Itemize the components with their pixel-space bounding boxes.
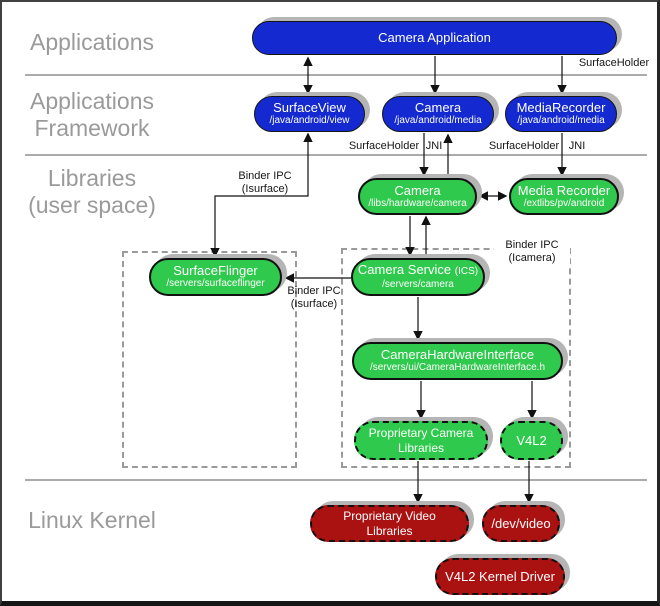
layer-label-line: (user space) <box>28 192 156 218</box>
edge-label-line: (Icamera) <box>508 252 556 264</box>
layer-label-line: Applications <box>29 88 155 114</box>
edge-label-line: Binder IPC <box>505 239 559 251</box>
edge-label-surfaceholder-top: SurfaceHolder <box>578 57 650 69</box>
node-title: V4L2 <box>516 432 547 448</box>
node-title: SurfaceFlinger <box>173 263 258 278</box>
divider-applications-framework <box>25 74 647 76</box>
node-subtitle: /java/android/media <box>517 115 605 126</box>
node-title: Camera Service (ICS) <box>357 262 479 278</box>
node-subtitle: /libs/hardware/camera <box>368 197 467 209</box>
layer-label-applications: Applications <box>29 29 155 55</box>
node-v4l2: V4L2 <box>500 421 563 460</box>
edge-label-binder-ipc-isurface-mid: Binder IPC (Isurface) <box>284 285 344 311</box>
node-subtitle: /servers/ui/CameraHardwareInterface.h <box>369 362 546 373</box>
node-title: /dev/video <box>491 515 551 531</box>
node-media-recorder-lib: Media Recorder /extlibs/pv/android <box>509 178 619 215</box>
layer-label-libraries: Libraries (user space) <box>10 165 174 219</box>
node-camera-hal: Camera /libs/hardware/camera <box>358 178 477 215</box>
node-surfaceview: SurfaceView /java/android/view <box>254 96 365 132</box>
edge-label-surfaceholder-camera: SurfaceHolder <box>348 140 420 152</box>
layer-label-line: Libraries <box>47 165 137 191</box>
node-title: Proprietary Video Libraries <box>343 508 436 538</box>
node-subtitle: /servers/camera <box>382 279 454 290</box>
node-dev-video: /dev/video <box>482 505 560 542</box>
node-title: Proprietary Camera Libraries <box>368 425 474 455</box>
layer-label-line: Framework <box>34 115 150 141</box>
edge-label-jni-camera: JNI <box>425 140 443 152</box>
edge-label-surfaceholder-mediarecorder: SurfaceHolder <box>488 140 560 152</box>
node-subtitle: /java/android/media <box>394 115 482 126</box>
icamera-dashed-group <box>341 248 571 468</box>
node-camera-application: Camera Application <box>252 21 617 55</box>
node-subtitle: /extlibs/pv/android <box>523 197 605 209</box>
node-title: V4L2 Kernel Driver <box>445 568 555 584</box>
node-subtitle: /servers/surfaceflinger <box>166 278 265 289</box>
edge-label-binder-ipc-icamera: Binder IPC (Icamera) <box>494 239 570 265</box>
node-camera-java: Camera /java/android/media <box>382 96 494 132</box>
node-title: Media Recorder <box>517 182 611 198</box>
edge-label-binder-ipc-isurface-top: Binder IPC (Isurface) <box>227 170 303 196</box>
edge-label-jni-mediarecorder: JNI <box>568 140 586 152</box>
node-title: MediaRecorder <box>516 100 606 115</box>
node-title: Camera Application <box>378 30 491 45</box>
divider-framework-libraries <box>25 154 647 156</box>
node-title: SurfaceView <box>273 100 346 115</box>
edge-label-line: (Isurface) <box>290 298 338 310</box>
node-camera-hardware-interface: CameraHardwareInterface /servers/ui/Came… <box>352 342 563 380</box>
node-subtitle: /java/android/view <box>269 115 350 126</box>
node-mediarecorder-java: MediaRecorder /java/android/media <box>505 96 617 132</box>
node-camera-service: Camera Service (ICS) /servers/camera <box>351 258 485 296</box>
node-title: Camera <box>394 182 441 198</box>
layer-label-applications-framework: Applications Framework <box>10 88 174 142</box>
node-title: CameraHardwareInterface <box>380 347 535 362</box>
edge-label-line: Binder IPC <box>287 285 341 297</box>
divider-libraries-kernel <box>25 479 647 481</box>
edge-label-line: (Isurface) <box>241 183 289 195</box>
edge-label-line: Binder IPC <box>238 170 292 182</box>
isurface-dashed-group <box>122 251 297 468</box>
node-surfaceflinger: SurfaceFlinger /servers/surfaceflinger <box>149 258 282 296</box>
node-proprietary-video-libraries: Proprietary Video Libraries <box>310 505 469 542</box>
node-title-suffix: (ICS) <box>454 266 479 277</box>
node-title: Camera <box>414 100 462 115</box>
node-v4l2-kernel-driver: V4L2 Kernel Driver <box>435 558 565 595</box>
layer-label-linux-kernel: Linux Kernel <box>28 507 156 533</box>
node-proprietary-camera-libraries: Proprietary Camera Libraries <box>354 421 488 460</box>
